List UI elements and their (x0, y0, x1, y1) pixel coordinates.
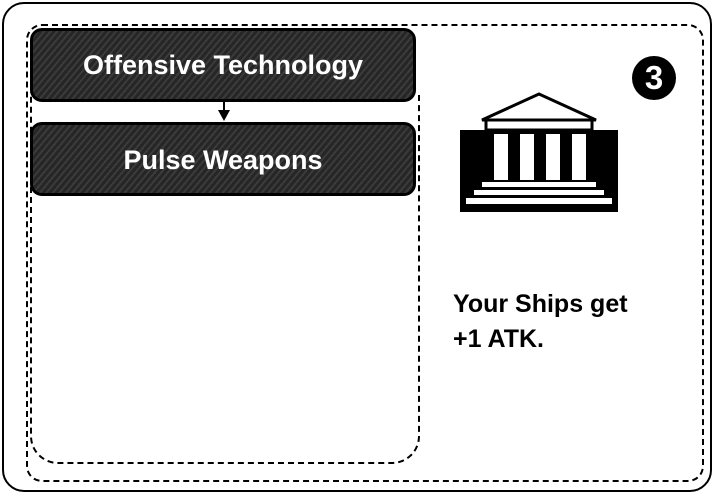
tech-connector-line (223, 102, 225, 116)
tech-name-label: Pulse Weapons (123, 145, 323, 175)
card-dashed-outline (26, 24, 704, 482)
level-badge-number: 3 (644, 59, 664, 96)
tech-card: Offensive Technology Pulse Weapons 3 You… (2, 2, 712, 492)
effect-line-1: Your Ships get (453, 290, 628, 318)
bank-building-icon (460, 92, 618, 212)
tech-prerequisite-box: Offensive Technology (30, 28, 416, 102)
effect-line-2: +1 ATK. (453, 325, 544, 353)
level-badge: 3 (632, 56, 676, 100)
tech-name-box: Pulse Weapons (30, 122, 416, 196)
card-effect-text: Your Ships get +1 ATK. (453, 287, 703, 357)
tech-prerequisite-label: Offensive Technology (82, 50, 364, 80)
arrow-down-icon (218, 110, 230, 121)
tech-column-dashed-outline (30, 92, 420, 464)
